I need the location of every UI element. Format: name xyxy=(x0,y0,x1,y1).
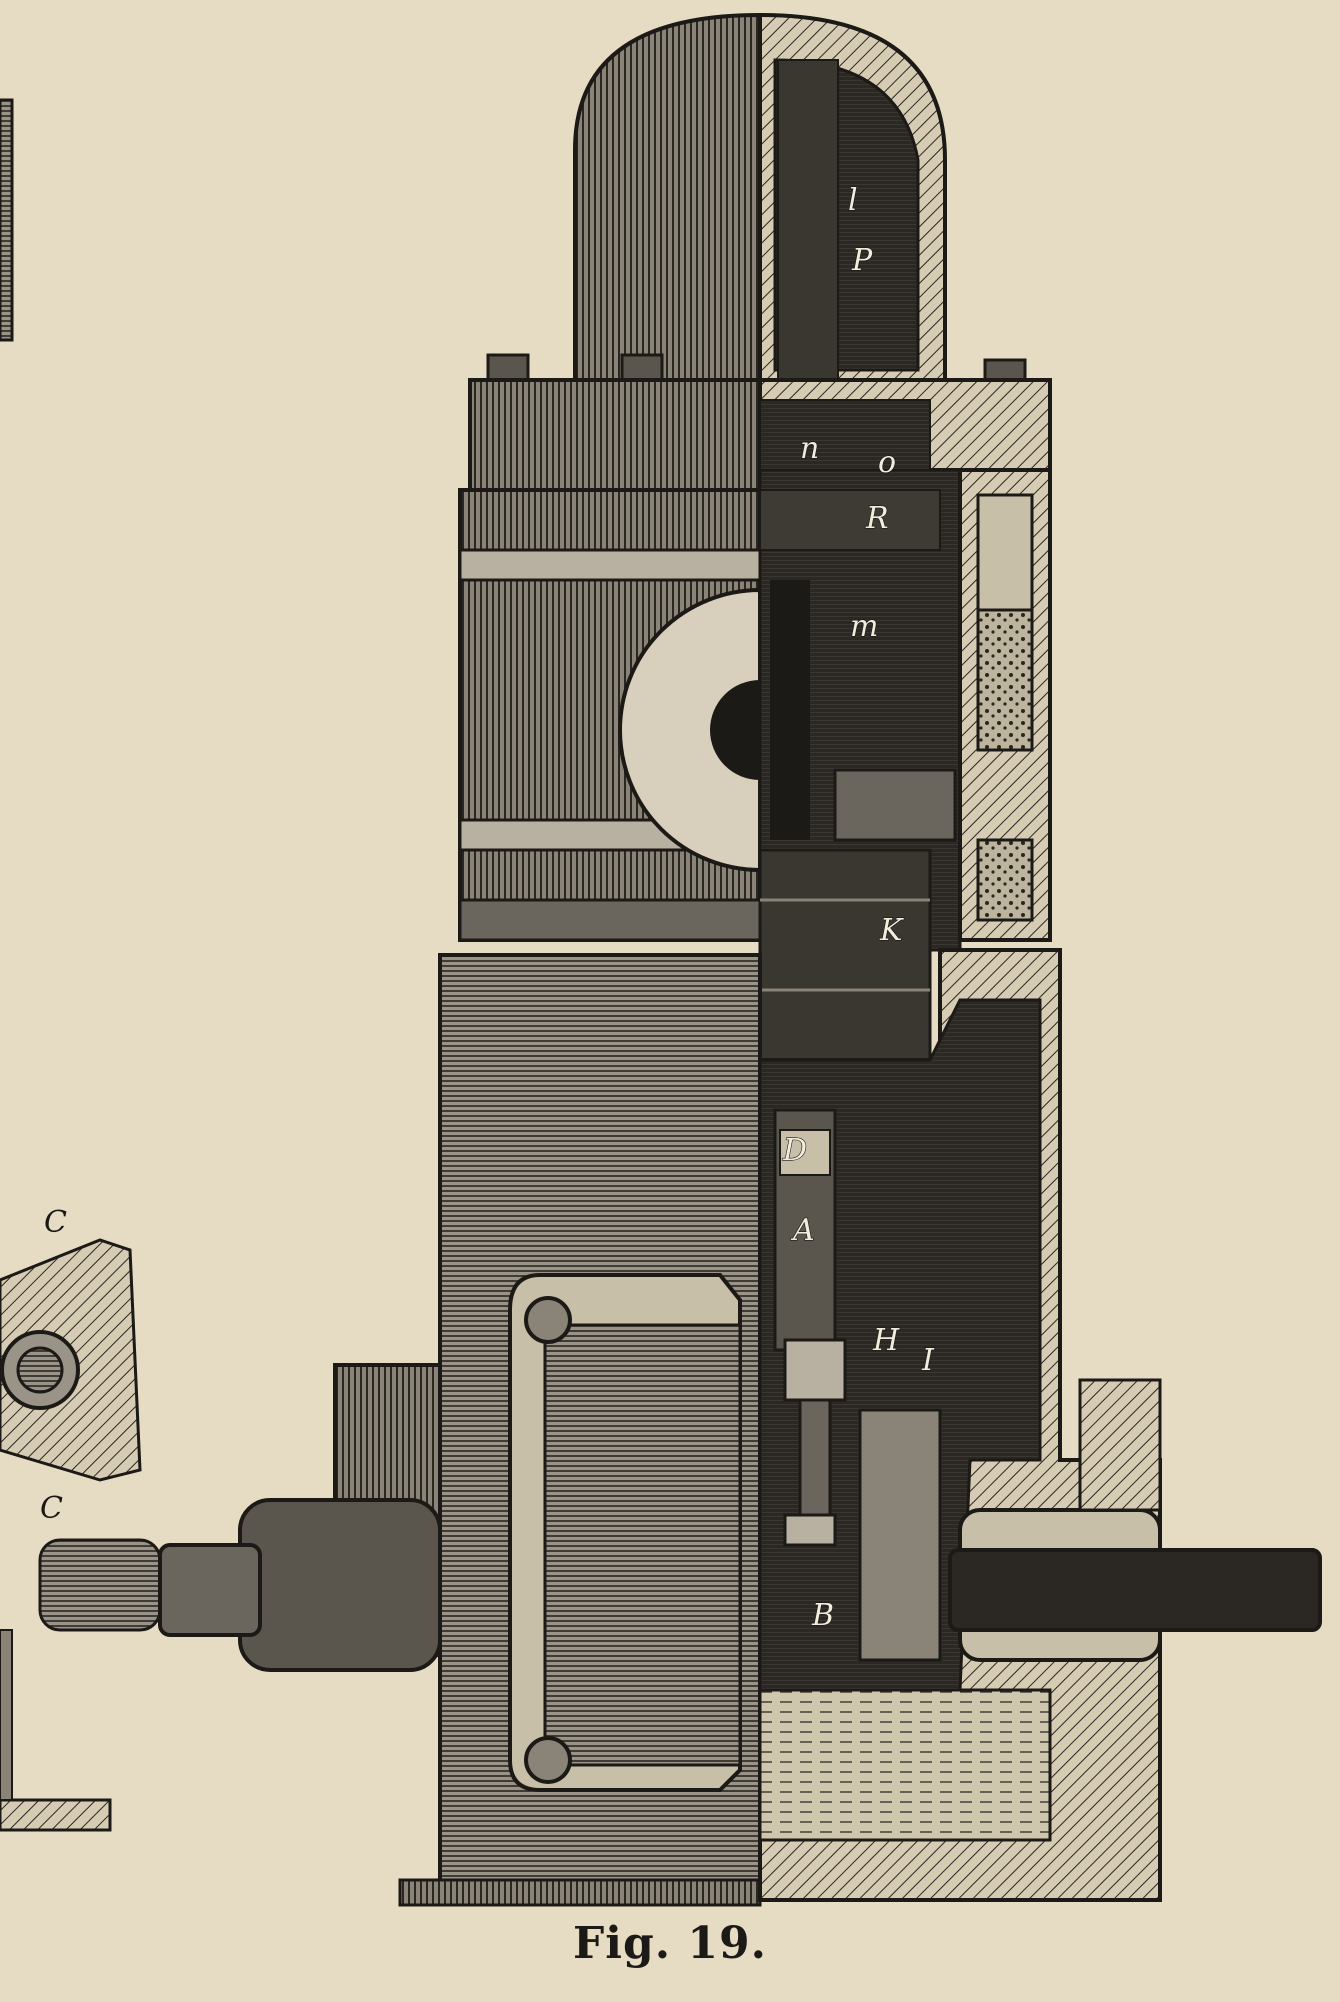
crankcase-section xyxy=(758,948,1162,1902)
label-B: B xyxy=(811,1598,834,1633)
piston xyxy=(758,848,932,1062)
label-D: D xyxy=(782,1133,807,1168)
label-C-lower: C xyxy=(40,1491,63,1526)
label-H: H xyxy=(872,1323,900,1358)
cylinder-head xyxy=(468,378,1052,492)
figure-caption: Fig. 19. xyxy=(573,1918,767,1969)
label-P: P xyxy=(851,243,873,278)
dome-cover xyxy=(573,12,947,431)
crankcase-exterior xyxy=(398,953,762,1907)
label-o: o xyxy=(878,445,896,480)
cylinder-jacket xyxy=(458,488,762,942)
label-C-upper: C xyxy=(44,1205,67,1240)
label-R: R xyxy=(865,501,889,536)
left-partial-figure xyxy=(0,98,162,1832)
label-I: I xyxy=(921,1343,935,1378)
crankshaft xyxy=(158,1363,1322,1672)
label-n: n xyxy=(800,431,819,466)
label-K: K xyxy=(879,913,904,948)
label-m: m xyxy=(850,609,878,644)
label-A: A xyxy=(790,1213,815,1248)
reference-labels: l P n o R m K D A H I B C C xyxy=(40,182,936,1633)
label-l: l xyxy=(848,183,858,218)
